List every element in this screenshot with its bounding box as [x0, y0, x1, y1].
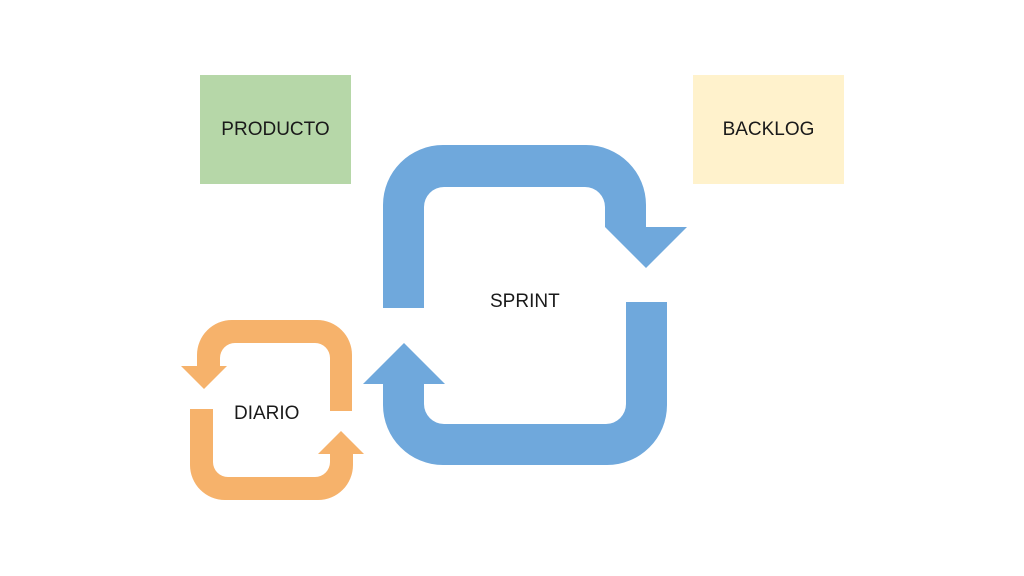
daily-cycle-arrows [181, 320, 364, 500]
sprint-cycle-arrows [363, 145, 687, 465]
sprint-label: SPRINT [490, 291, 560, 312]
sprint-bottom-arrowhead [363, 343, 445, 384]
backlog-box: BACKLOG [693, 75, 844, 184]
daily-bottom-arrowhead [318, 431, 364, 454]
backlog-box-label: BACKLOG [722, 118, 815, 140]
daily-top-arrow-shaft [197, 320, 352, 411]
sprint-top-arrow-shaft [383, 145, 646, 308]
sprint-top-arrowhead [605, 227, 687, 268]
daily-top-arrowhead [181, 366, 227, 389]
daily-label: DIARIO [234, 403, 300, 424]
sprint-bottom-arrow-shaft [383, 302, 667, 465]
product-box: PRODUCTO [200, 75, 351, 184]
daily-bottom-arrow-shaft [190, 409, 353, 500]
product-box-label: PRODUCTO [221, 118, 330, 140]
